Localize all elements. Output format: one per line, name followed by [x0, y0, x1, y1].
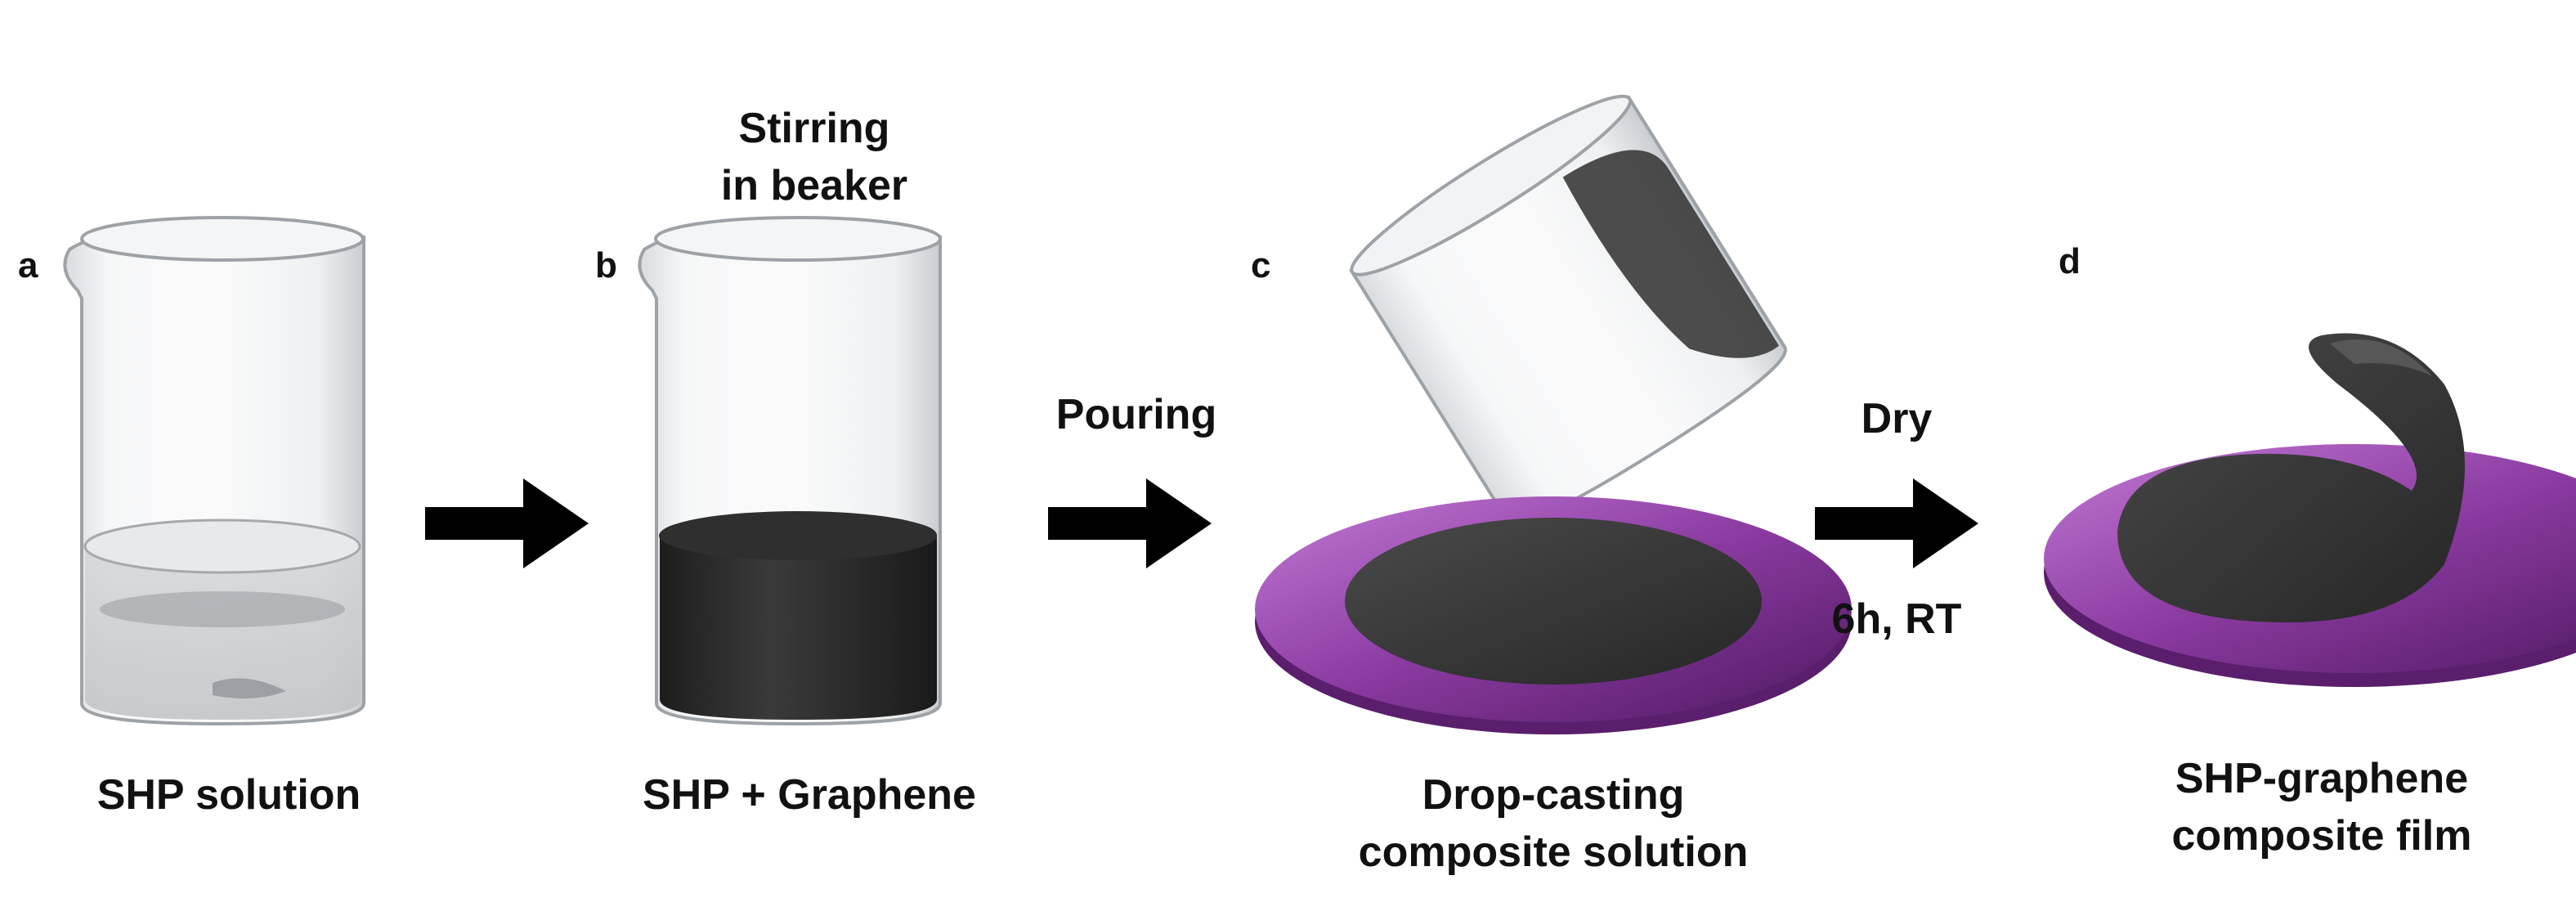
beaker-a-icon — [63, 216, 365, 726]
caption-b: SHP + Graphene — [643, 771, 976, 819]
dry-label: Dry — [1861, 395, 1933, 442]
caption-c-line2: composite solution — [1358, 828, 1749, 876]
panel-letter-b: b — [595, 245, 617, 285]
arrow-step-2-icon — [1048, 478, 1212, 568]
caption-c-line1: Drop-casting — [1422, 771, 1685, 819]
arrow-step-1-icon — [425, 478, 589, 568]
tilted-beaker-icon — [1349, 94, 1787, 525]
panel-letter-c: c — [1251, 245, 1271, 285]
wafer-d-icon — [2044, 333, 2576, 687]
caption-d-line2: composite film — [2171, 812, 2472, 860]
pouring-label: Pouring — [1055, 391, 1217, 438]
wafer-c-icon — [1255, 496, 1852, 734]
dry-conditions-label: 6h, RT — [1831, 595, 1962, 643]
in-beaker-label: in beaker — [720, 162, 908, 209]
caption-a: SHP solution — [96, 771, 361, 819]
caption-d-line1: SHP-graphene — [2175, 755, 2469, 802]
arrow-step-3-icon — [1815, 478, 1978, 568]
beaker-b-icon — [638, 216, 942, 726]
panel-letter-d: d — [2059, 241, 2081, 281]
stirring-label: Stirring — [738, 105, 890, 152]
panel-letter-a: a — [18, 245, 38, 285]
